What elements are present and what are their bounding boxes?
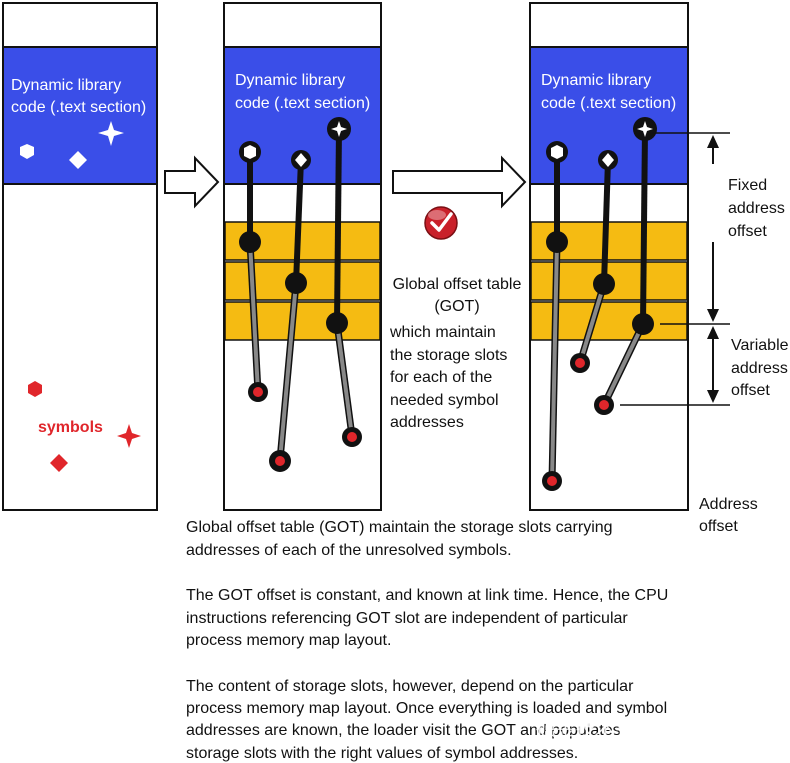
explanation-line-2: addresses of each of the unresolved symb…	[186, 542, 512, 559]
column-3-library-label-line1: Dynamic library	[541, 72, 651, 89]
column-2-library-label-line2: code (.text section)	[235, 95, 370, 112]
column-3-library-label-line2: code (.text section)	[541, 95, 676, 112]
got-annotation-line2: (GOT)	[434, 298, 479, 315]
variable-offset-label-line1: Variable	[731, 337, 789, 354]
variable-offset-label-line3: offset	[731, 382, 770, 399]
memory-column-1: Dynamic library code (.text section) sym…	[2, 2, 158, 511]
hexagon-icon	[244, 145, 256, 159]
got-annotation-line5: for each of the	[390, 369, 492, 386]
offset-dimensions: Fixed address offset Variable address of…	[620, 132, 789, 535]
star-icon	[98, 121, 124, 146]
diamond-icon	[69, 151, 87, 169]
diamond-icon	[295, 153, 307, 167]
fixed-offset-label-line2: address	[728, 200, 785, 217]
fixed-offset-label-line3: offset	[728, 223, 767, 240]
symbols-label: symbols	[38, 419, 103, 436]
symbol-star-icon	[117, 424, 141, 448]
variable-offset-label-line2: address	[731, 360, 788, 377]
explanation-line-11: storage slots with the right values of s…	[186, 745, 578, 762]
arrow-right-icon	[164, 155, 220, 209]
explanation-line-10: addresses are known, the loader visit th…	[186, 722, 621, 739]
watermark-text: 掘金技术社区 @ 布客飞龙	[536, 717, 767, 740]
symbol-diamond-icon	[50, 454, 68, 472]
hexagon-icon	[20, 144, 34, 159]
checkmark-badge-icon	[424, 206, 458, 240]
got-annotation-line7: addresses	[390, 414, 464, 431]
star-icon	[331, 121, 347, 137]
column-2-library-label-line1: Dynamic library	[235, 72, 345, 89]
explanation-line-8: The content of storage slots, however, d…	[186, 678, 634, 695]
star-icon	[637, 121, 653, 137]
got-slot-3	[224, 301, 381, 341]
diamond-icon	[602, 153, 614, 167]
explanation-line-4: The GOT offset is constant, and known at…	[186, 587, 668, 604]
fixed-offset-label-line1: Fixed	[728, 177, 767, 194]
memory-column-3: Dynamic library code (.text section)	[529, 2, 689, 511]
explanation-line-9: process memory map layout. Once everythi…	[186, 700, 667, 717]
hexagon-icon	[551, 145, 563, 159]
address-offset-label-line2: offset	[699, 518, 738, 535]
got-annotation-line6: needed symbol	[390, 392, 499, 409]
column-1-library-label-line2: code (.text section)	[11, 99, 146, 116]
symbol-hexagon-icon	[28, 381, 42, 397]
memory-column-2: Dynamic library code (.text section)	[223, 2, 382, 511]
address-offset-label-line1: Address	[699, 496, 758, 513]
arrow-right-icon	[392, 155, 527, 209]
column-1-library-label-line1: Dynamic library	[11, 77, 121, 94]
got-annotation-line1: Global offset table	[393, 276, 522, 293]
got-annotation: Global offset table (GOT) which maintain…	[389, 276, 521, 431]
explanation-text: Global offset table (GOT) maintain the s…	[186, 519, 668, 762]
explanation-line-1: Global offset table (GOT) maintain the s…	[186, 519, 613, 536]
got-annotation-line3: which maintain	[389, 324, 496, 341]
explanation-line-6: process memory map layout.	[186, 632, 391, 649]
got-annotation-line4: the storage slots	[390, 347, 507, 364]
explanation-line-5: instructions referencing GOT slot are in…	[186, 610, 628, 627]
